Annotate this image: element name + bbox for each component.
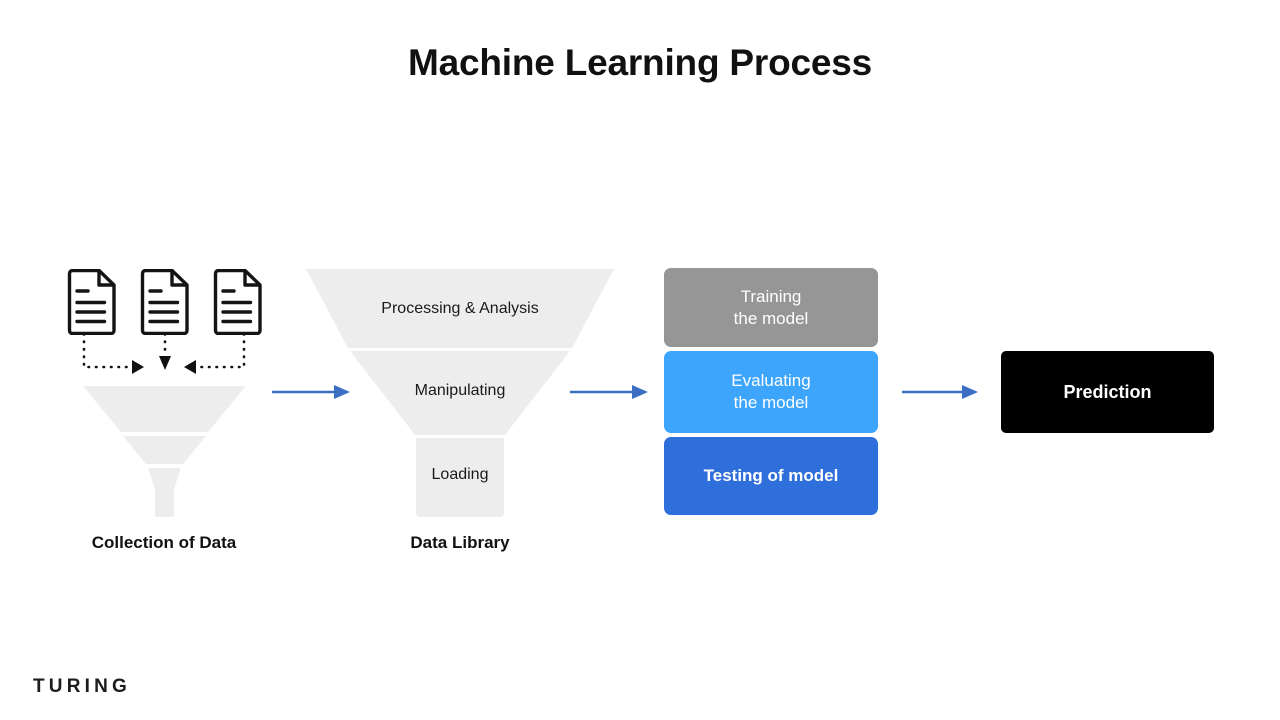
document-icon-2	[139, 269, 190, 335]
stage-box-training-text: Training the model	[734, 286, 809, 330]
prediction-box[interactable]: Prediction	[1001, 351, 1214, 433]
stage-box-training[interactable]: Training the model	[664, 268, 878, 347]
arrow-stages-to-prediction	[902, 383, 980, 401]
stage-box-training-line2: the model	[733, 308, 809, 328]
collection-caption: Collection of Data	[91, 533, 237, 552]
stage-box-testing-text: Testing of model	[703, 466, 839, 486]
dotted-arrow-left	[80, 334, 150, 374]
prediction-label: Prediction	[1063, 381, 1152, 402]
page-title: Machine Learning Process	[407, 42, 873, 83]
arrow-collection-to-library	[272, 383, 352, 401]
document-icon-3	[212, 269, 263, 335]
stage-box-training-line1: Training	[740, 286, 802, 306]
dotted-arrow-right	[178, 334, 248, 374]
stage-box-evaluating-line1: Evaluating	[731, 371, 811, 391]
stage-box-evaluating[interactable]: Evaluating the model	[664, 351, 878, 433]
stage-box-evaluating-line2: the model	[733, 393, 809, 412]
collection-funnel	[82, 385, 247, 518]
data-library-caption: Data Library	[410, 533, 510, 552]
stage-box-evaluating-text: Evaluating the model	[731, 370, 810, 414]
document-icon-1	[66, 269, 117, 335]
stage-box-testing[interactable]: Testing of model	[664, 437, 878, 515]
turing-logo: TURING	[33, 676, 132, 697]
dotted-arrow-center	[158, 334, 174, 372]
arrow-library-to-stages	[570, 383, 650, 401]
